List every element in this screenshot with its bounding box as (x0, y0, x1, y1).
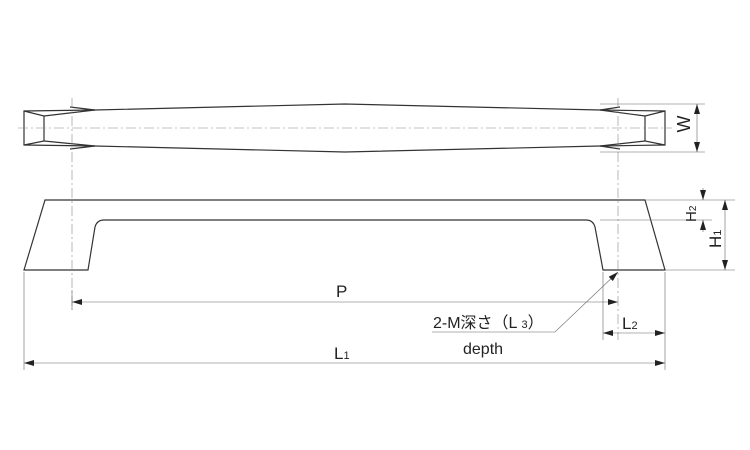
label-pitch: P (336, 282, 347, 301)
label-length-2: L2 (622, 314, 638, 333)
front-view (23, 199, 666, 271)
label-height-2: H2 (683, 205, 700, 222)
label-width: W (674, 116, 694, 133)
thread-leader (432, 271, 619, 333)
label-thread-depth: depth (463, 341, 503, 358)
top-view (18, 103, 672, 153)
label-length-1: L1 (334, 344, 350, 363)
label-height-1: H1 (706, 230, 725, 248)
